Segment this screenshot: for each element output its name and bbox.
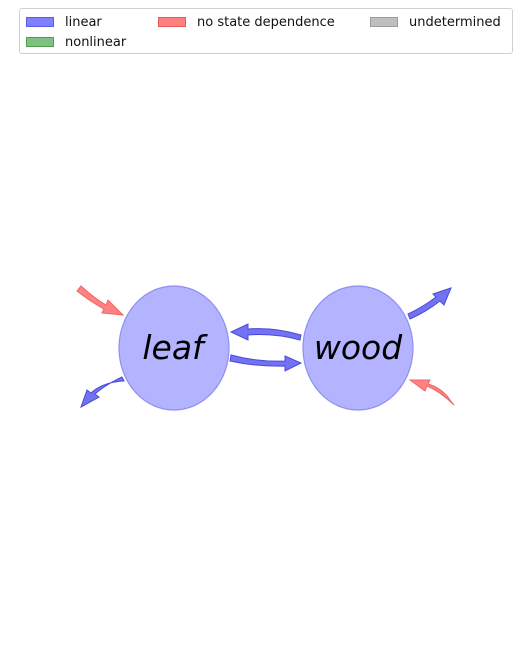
flux-arrow-leaf-to-outside — [80, 376, 125, 409]
node-wood-circle — [302, 285, 414, 411]
legend-swatch-linear — [26, 17, 54, 27]
node-leaf-circle — [118, 285, 230, 411]
legend-label-nonlinear: nonlinear — [65, 34, 127, 50]
legend-label-undetermined: undetermined — [409, 14, 501, 30]
node-wood: wood — [302, 285, 414, 411]
flux-arrow-input-to-leaf — [76, 285, 125, 316]
legend-item-nonlinear: nonlinear — [26, 34, 126, 50]
legend-label-no-state-dependence: no state dependence — [197, 14, 335, 30]
legend-item-linear: linear — [26, 14, 102, 30]
legend-swatch-undetermined — [370, 17, 398, 27]
flux-arrow-wood-to-leaf — [229, 323, 302, 341]
legend-swatch-no-state-dependence — [158, 17, 186, 27]
node-leaf: leaf — [118, 285, 230, 411]
node-wood-label: wood — [314, 328, 403, 367]
legend-label-linear: linear — [65, 14, 102, 30]
legend-swatch-nonlinear — [26, 37, 54, 47]
flux-arrow-input-to-wood — [408, 379, 455, 406]
node-leaf-label: leaf — [142, 328, 208, 367]
flux-arrow-wood-to-outside — [407, 287, 452, 320]
legend-item-no-state-dependence: no state dependence — [158, 14, 335, 30]
flux-arrow-leaf-to-wood — [229, 354, 303, 372]
legend-item-undetermined: undetermined — [370, 14, 501, 30]
legend: linear nonlinear no state dependence und… — [19, 8, 513, 54]
